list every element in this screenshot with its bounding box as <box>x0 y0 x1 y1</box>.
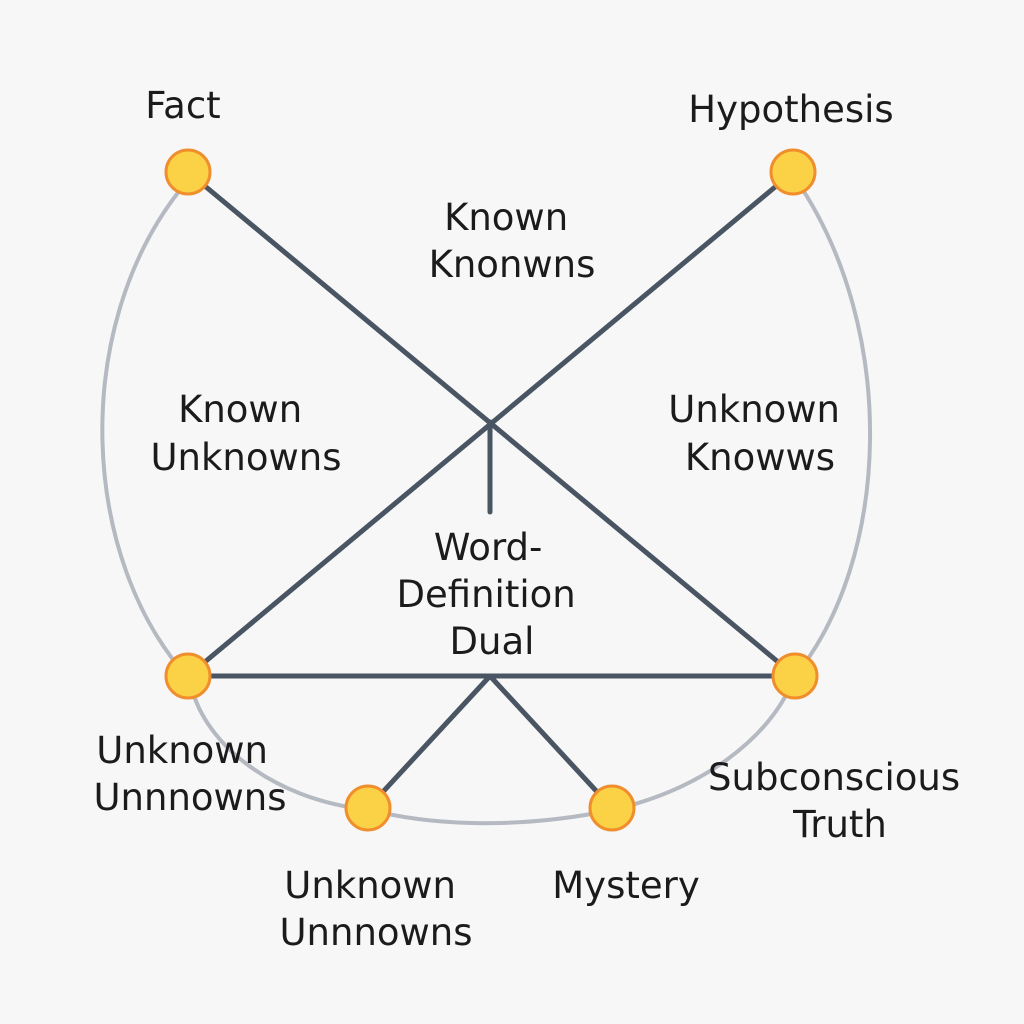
node-unknown-unnowns-left <box>164 652 212 700</box>
outer-arc-right <box>611 176 872 812</box>
label-subconscious-truth: Subconscious Truth <box>708 756 972 846</box>
label-hypothesis: Hypothesis <box>688 88 893 131</box>
node-mystery <box>588 784 636 832</box>
node-subconscious-truth <box>771 652 819 700</box>
node-unknown-unnowns-bottom <box>344 784 392 832</box>
region-unknown-knowns: Unknown Knowws <box>668 388 852 479</box>
node-hypothesis <box>769 148 817 196</box>
edge-base-to-mystery <box>487 673 615 811</box>
label-unknown-unnowns-bottom: Unknown Unnnowns <box>279 864 472 954</box>
label-unknown-unnowns-left: Unknown Unnnowns <box>93 729 286 819</box>
region-word-definition-dual: Word- Definition Dual <box>397 526 588 663</box>
label-fact: Fact <box>145 84 220 127</box>
label-mystery: Mystery <box>552 864 699 907</box>
outer-arc-bottom <box>369 808 613 826</box>
outer-arc-left <box>100 188 371 812</box>
edge-base-to-unknown-unnowns-bottom <box>365 673 493 811</box>
node-fact <box>164 148 212 196</box>
region-known-knowns: Known Knonwns <box>429 196 596 286</box>
region-known-unknowns: Known Unknowns <box>150 388 341 479</box>
